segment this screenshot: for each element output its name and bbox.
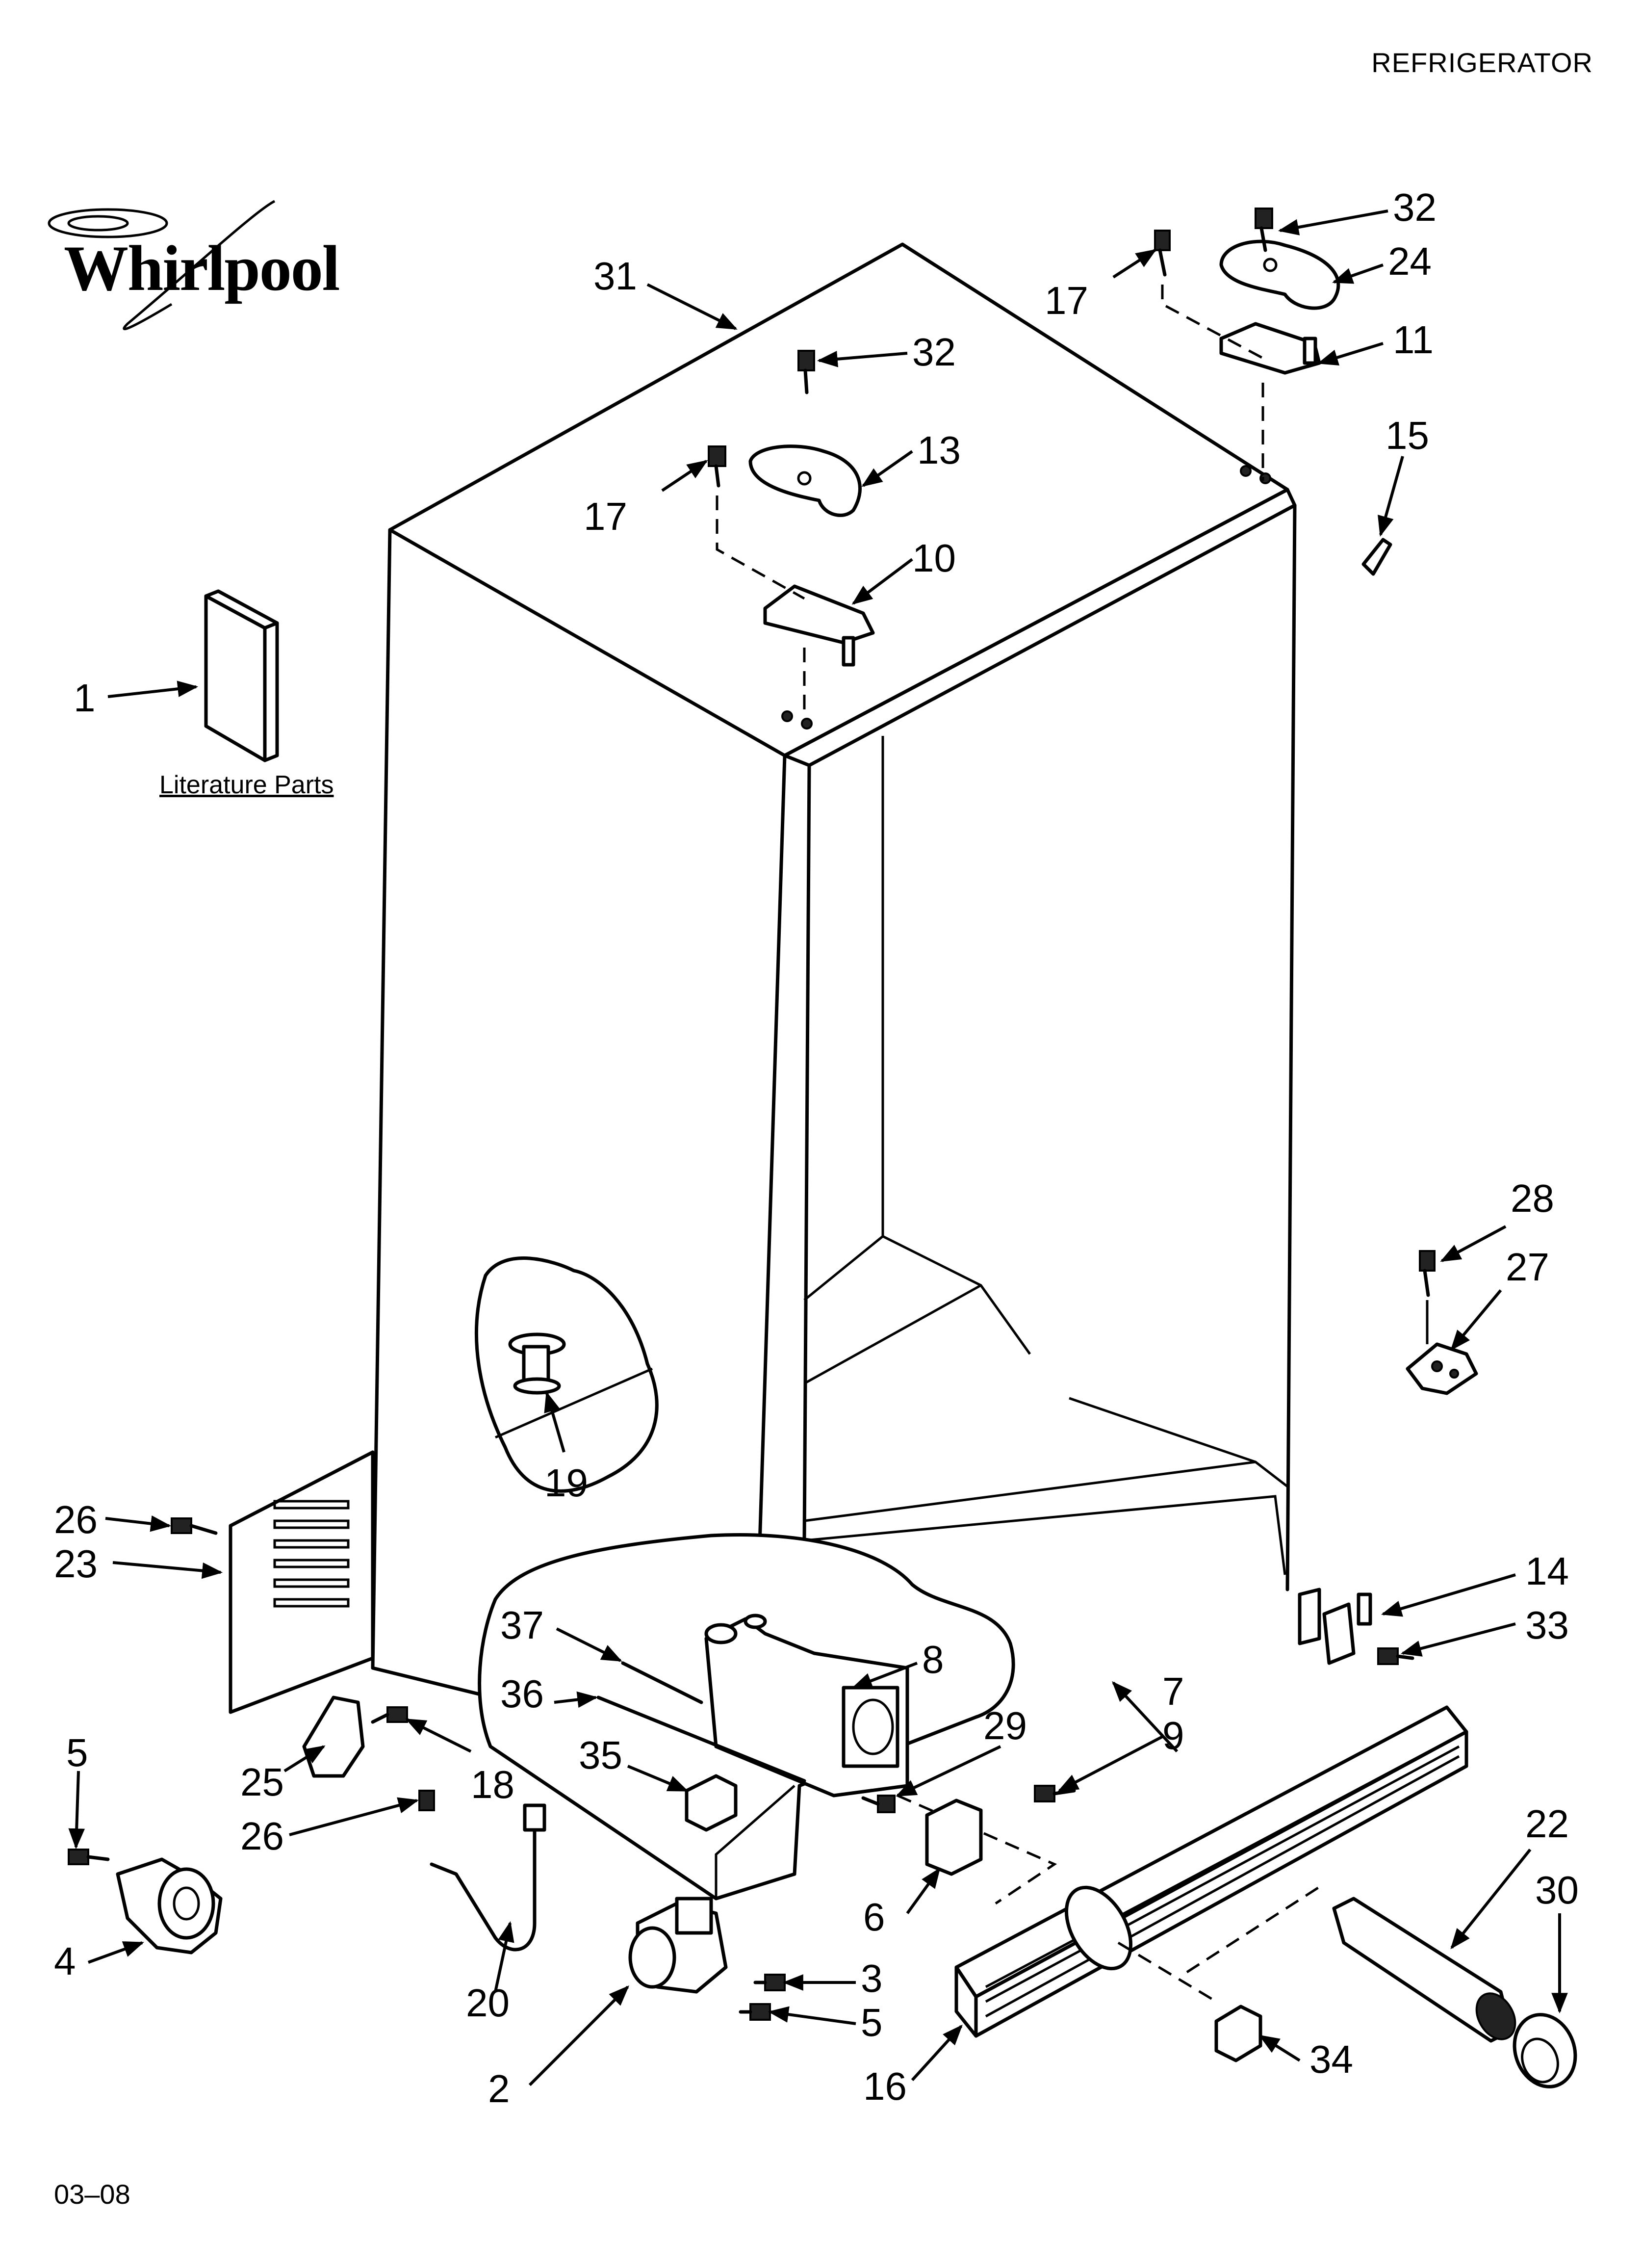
screw-26-upper: [171, 1517, 218, 1535]
callout-15: 15: [1385, 414, 1429, 457]
water-valve-8: [704, 1614, 909, 1798]
logo-swirl-icon: [48, 200, 276, 330]
callout-24: 24: [1388, 239, 1432, 283]
tube-37: [621, 1661, 703, 1704]
callout-36: 36: [500, 1672, 544, 1716]
screw-32-left: [797, 350, 815, 394]
filter-cap-34: [1214, 2005, 1262, 2062]
callout-11: 11: [1393, 318, 1434, 362]
screw-18: [371, 1706, 408, 1724]
rear-access-panel: [229, 1450, 375, 1714]
callout-18: 18: [471, 1763, 514, 1806]
callout-4: 4: [54, 1939, 76, 1983]
clip-35: [685, 1774, 738, 1832]
callout-32: 32: [1393, 185, 1437, 229]
drain-grommet-detail: [475, 1256, 659, 1493]
water-filter-22: [1332, 1897, 1516, 2043]
callout-35: 35: [579, 1733, 622, 1777]
callout-23: 23: [54, 1542, 98, 1586]
callout-13: 13: [917, 428, 961, 472]
callout-25: 25: [240, 1760, 284, 1804]
callout-26: 26: [54, 1498, 98, 1541]
screw-17-left: [708, 445, 726, 488]
bracket-27: [1406, 1342, 1478, 1395]
roller-assembly-2: [628, 1897, 728, 1994]
callout-6: 6: [863, 1895, 885, 1939]
upper-hinge-left: [763, 584, 875, 667]
whirlpool-logo: Whirlpool: [64, 232, 340, 304]
callout-2: 2: [488, 2067, 510, 2111]
callout-5: 5: [861, 2001, 883, 2044]
screw-5-left: [68, 1849, 110, 1865]
clip-6: [925, 1799, 983, 1876]
callout-16: 16: [863, 2064, 907, 2108]
filter-cap-30: [1513, 2013, 1577, 2088]
screw-29: [861, 1795, 896, 1813]
callout-34: 34: [1309, 2037, 1353, 2081]
callout-37: 37: [500, 1603, 544, 1647]
callout-5: 5: [66, 1731, 88, 1774]
callout-19: 19: [544, 1461, 588, 1505]
screw-7-9: [1034, 1785, 1076, 1802]
screw-3: [753, 1974, 786, 1991]
callout-30: 30: [1535, 1868, 1579, 1912]
hinge-pin-15: [1361, 538, 1392, 576]
callout-29: 29: [983, 1704, 1027, 1747]
callout-20: 20: [466, 1981, 510, 2025]
screw-33: [1377, 1647, 1414, 1665]
screw-28: [1419, 1250, 1436, 1297]
tube-36: [596, 1695, 806, 1783]
callout-31: 31: [593, 254, 637, 298]
leader-lines: [68, 209, 1568, 2086]
callout-22: 22: [1525, 1802, 1569, 1846]
toe-grille-16: [954, 1705, 1468, 2038]
literature-booklet: [204, 589, 279, 762]
callout-10: 10: [912, 536, 956, 580]
roller-4: [116, 1857, 223, 1955]
bracket-25: [302, 1695, 365, 1778]
callout-1: 1: [74, 676, 96, 720]
callout-26: 26: [240, 1814, 284, 1858]
screw-17-right: [1154, 230, 1171, 277]
callout-17: 17: [1045, 279, 1088, 322]
hinge-cover-right: [1219, 239, 1340, 310]
callout-27: 27: [1506, 1245, 1549, 1289]
callout-14: 14: [1525, 1549, 1569, 1593]
callout-7: 7: [1162, 1669, 1184, 1713]
hinge-cover-left: [748, 444, 862, 517]
footer-date-code: 03–08: [54, 2179, 130, 2210]
callout-28: 28: [1511, 1176, 1554, 1220]
screw-5-right: [739, 2003, 771, 2021]
callout-32: 32: [912, 330, 956, 374]
lower-hinge-14: [1298, 1588, 1372, 1665]
water-tube-20: [430, 1803, 546, 1952]
callout-9: 9: [1162, 1714, 1184, 1757]
callout-3: 3: [861, 1956, 883, 2000]
page-header-title: REFRIGERATOR: [1371, 47, 1593, 78]
callout-labels: 31 32 24 17 11 15 32 13 17 10 1 28 27 19…: [54, 185, 1579, 2111]
callout-17: 17: [584, 495, 627, 538]
callout-33: 33: [1525, 1603, 1569, 1647]
screw-32-right: [1255, 208, 1273, 252]
screw-26-lower: [418, 1790, 435, 1811]
upper-hinge-right: [1219, 322, 1321, 375]
callout-8: 8: [922, 1638, 944, 1681]
literature-parts-label: Literature Parts: [159, 771, 334, 799]
